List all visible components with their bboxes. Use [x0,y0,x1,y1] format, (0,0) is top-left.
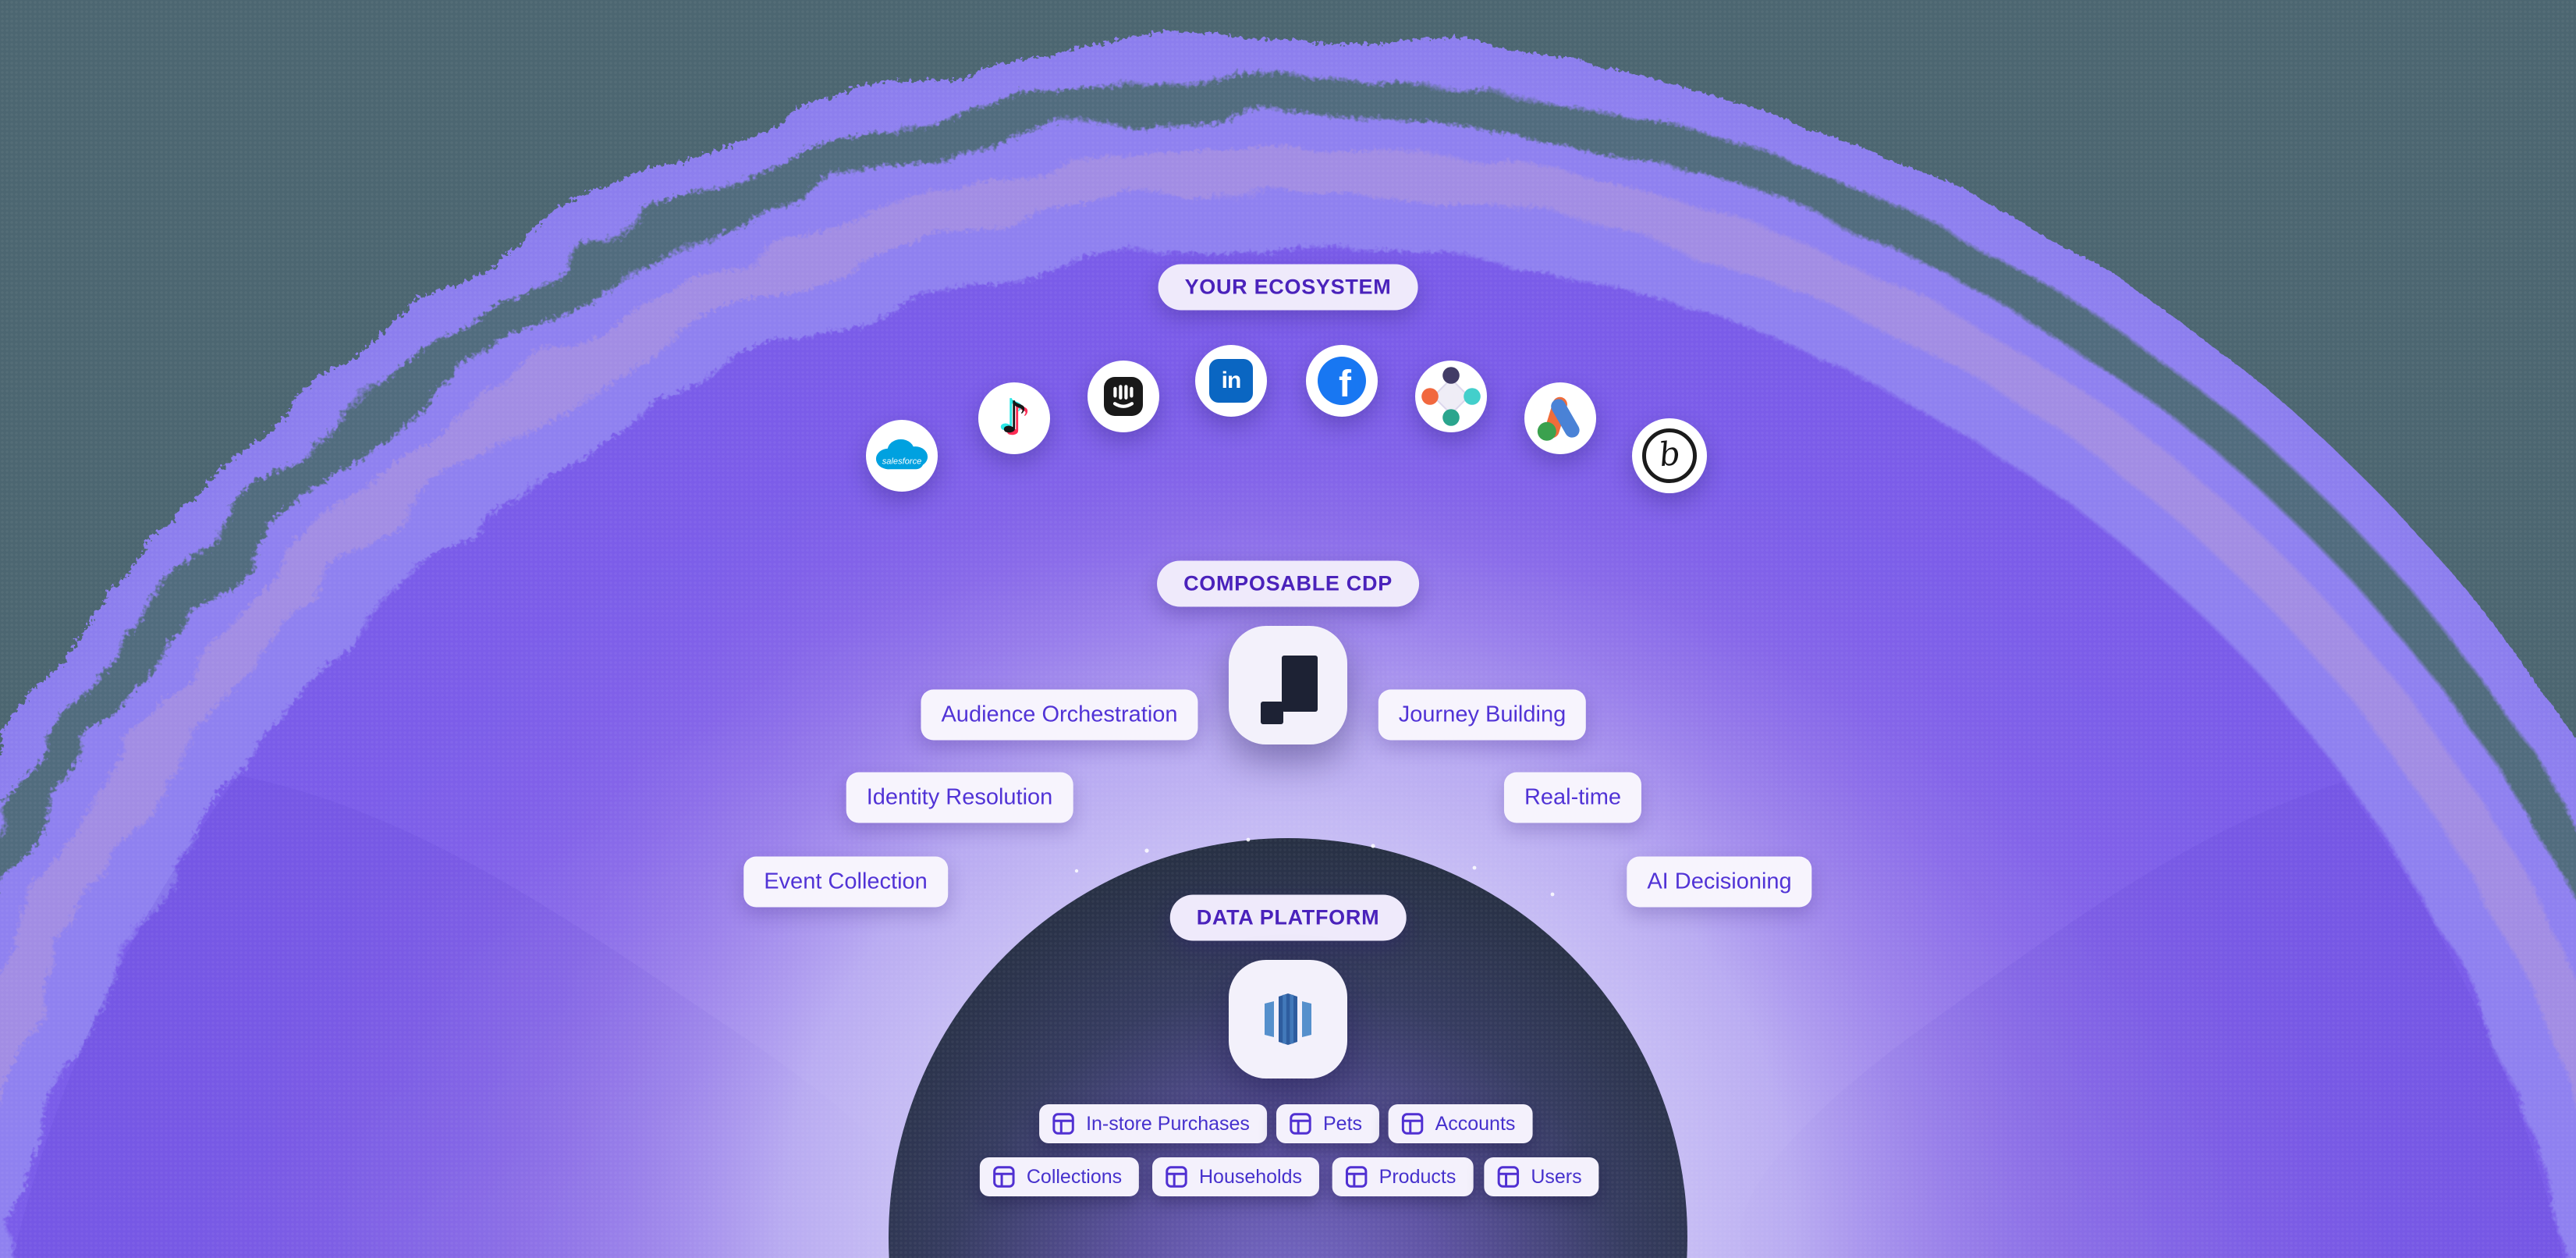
capability-event-collection: Event Collection [743,856,948,908]
table-chip-accounts: Accounts [1388,1104,1533,1143]
table-icon [1290,1113,1311,1135]
tiktok-icon: ♪ [978,382,1050,454]
redshift-icon [1265,993,1311,1045]
capability-audience-orchestration: Audience Orchestration [921,689,1198,741]
svg-text:salesforce: salesforce [882,457,922,467]
data-warehouse-tile [1229,960,1347,1079]
table-chip-in-store-purchases: In-store Purchases [1039,1104,1267,1143]
iterable-dots [1421,367,1481,426]
iterable-icon [1415,361,1487,432]
capability-journey-building: Journey Building [1378,689,1587,741]
google-ads-mark [1537,396,1580,441]
facebook-icon: f [1306,345,1378,417]
table-icon [1345,1166,1368,1188]
table-chip-products: Products [1332,1157,1474,1196]
intercom-smiley [1104,377,1143,416]
capability-real-time: Real-time [1503,772,1642,823]
data-platform-badge: DATA PLATFORM [1169,894,1407,941]
table-chip-households: Households [1151,1157,1320,1196]
capability-ai-decisioning: AI Decisioning [1627,856,1812,908]
table-icon [1497,1166,1520,1188]
capability-identity-resolution: Identity Resolution [846,772,1073,823]
table-icon [1401,1113,1424,1135]
linkedin-icon: in [1195,345,1267,417]
table-icon [993,1166,1015,1188]
table-chip-collections: Collections [979,1157,1140,1196]
table-icon [1166,1166,1187,1188]
intercom-icon [1088,361,1159,432]
salesforce-cloud: salesforce [875,439,928,470]
table-chip-users: Users [1484,1157,1599,1196]
composable-cdp-badge: COMPOSABLE CDP [1157,560,1419,607]
google-ads-icon [1524,382,1596,454]
sparkle-dots [1074,837,1555,897]
salesforce-icon: salesforce [866,420,938,492]
cdp-logo-tile [1229,626,1347,744]
table-chip-pets: Pets [1276,1104,1380,1143]
braze-icon: b [1632,418,1707,493]
your-ecosystem-badge: YOUR ECOSYSTEM [1158,264,1418,311]
table-icon [1052,1113,1074,1135]
hightouch-logo [1261,656,1318,724]
center-glow [414,364,2162,1258]
